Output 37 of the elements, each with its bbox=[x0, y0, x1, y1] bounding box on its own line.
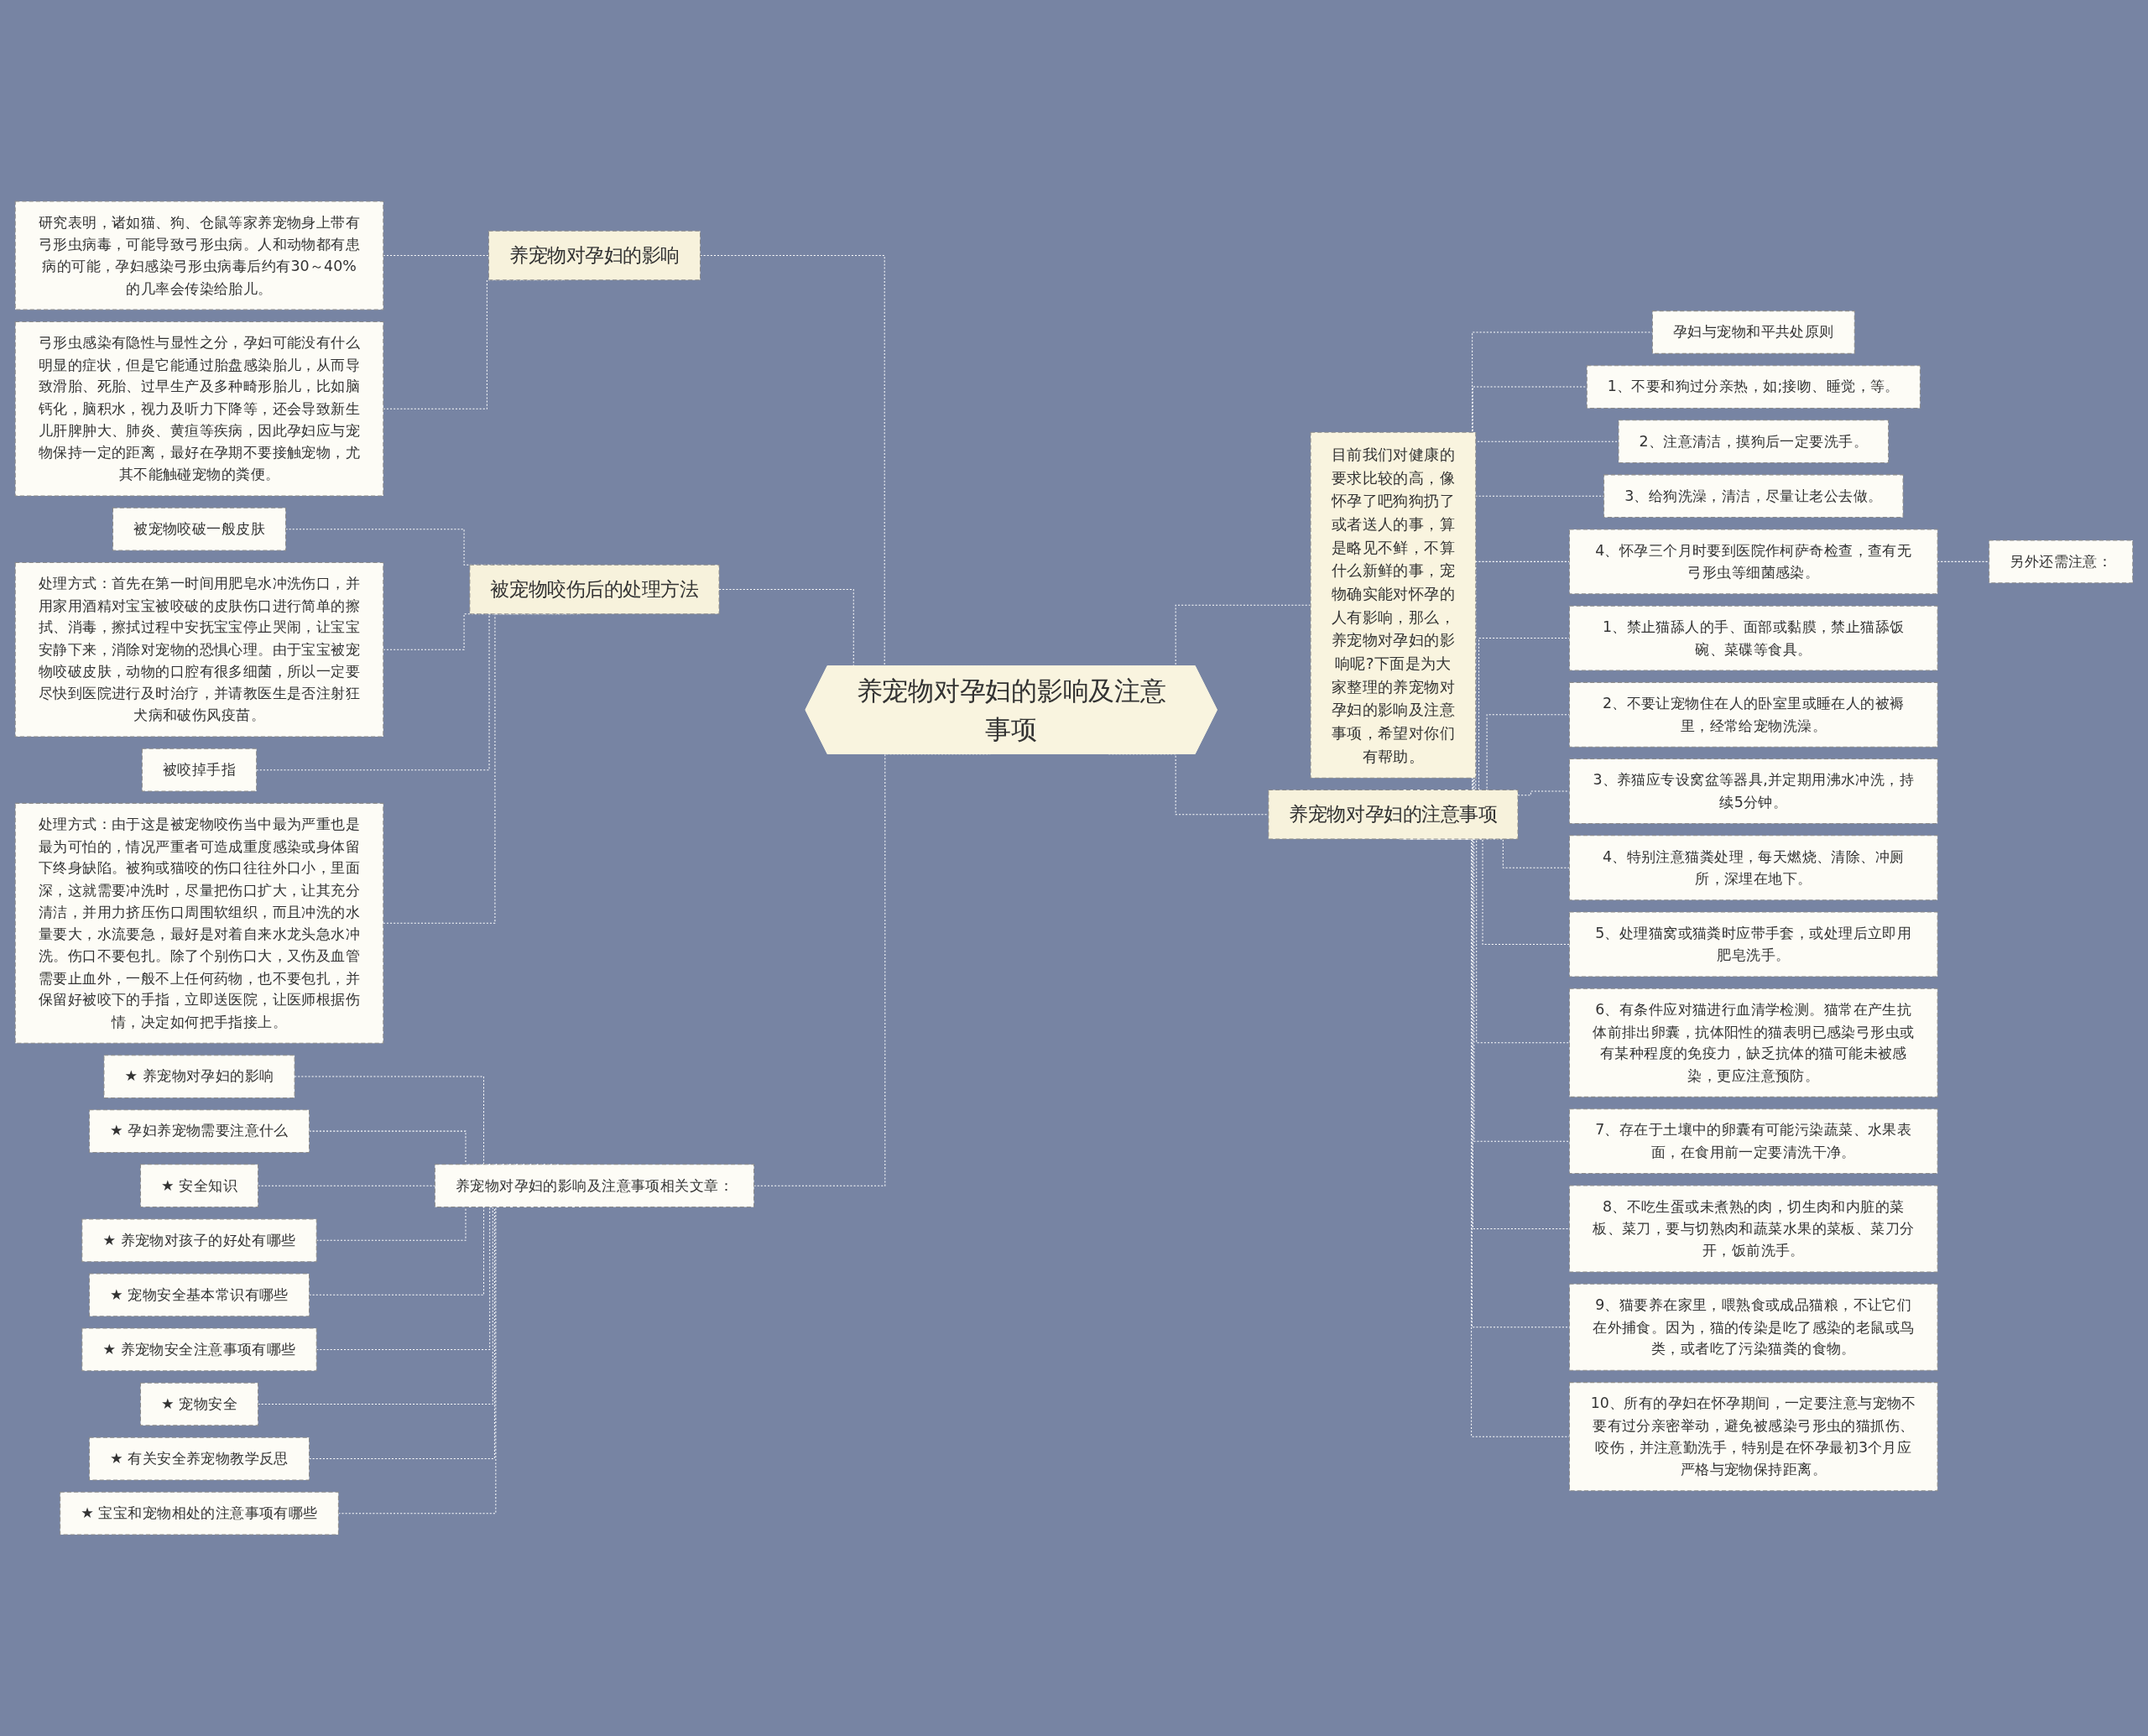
node-box bbox=[1651, 310, 1855, 354]
node-box bbox=[112, 507, 287, 551]
node-box bbox=[1569, 1108, 1938, 1175]
node-box bbox=[1310, 431, 1477, 779]
node-box bbox=[1569, 1382, 1938, 1492]
node-box bbox=[14, 561, 384, 738]
node-box bbox=[14, 321, 384, 497]
node-box bbox=[89, 1109, 310, 1153]
node-box bbox=[81, 1218, 317, 1263]
node-box bbox=[140, 1164, 259, 1208]
mind-map-drawing: 养宠物对孕妇的影响及注意事项 养宠物对孕妇的影响 研究表明，诸如猫、狗、仓鼠等家养宠物身上带有弓形虫病毒，可能导致弓形虫病。人和动物都有患病的可能，孕妇感染弓形虫病毒后约有30～40%的几率会传染给胎儿。 弓形虫感染有隐性与显性之分，孕妇可能没有什么明显的症状，但是它能通过胎盘感染胎儿，从而导致滑胎、死胎、过早生产及多种畸形胎儿，比如脑钙化，脑积水，视力及听力下降等，还会导致新生儿肝脾肿大、肺炎、黄疸等疾病，因此孕妇应与宠物保持一定的距离，最好在孕期不要接触宠物，尤其不能触碰宠物的粪便。 被宠物咬伤后的处理方法 被宠物咬破一般皮肤 处理方式：首先在第一时间用肥皂水冲洗伤口，并用家用酒精对宝宝被咬破的皮肤伤口进行简单的擦拭、消毒，擦拭过程中安抚宝宝停止哭闹，让宝宝安静下来，消除对宠物的恐惧心理。由于宝宝被宠物咬破皮肤，动物的口腔有很多细菌，所以一定要尽快到医院进行及时治疗，并请教医生是否注射狂犬病和破伤风疫苗。 被咬掉手指 处理方式：由于这是被宠物咬伤当中最为严重也是最为可怕的，情况严重者可造成重度感染或身体留下终身缺陷。被狗或猫咬的伤口往往外口小，里面深，这就需要冲洗时，尽量把伤口扩大，让其充分清洁，并用力挤压伤口周围软组织，而且冲洗的水量要大，水流要急，最好是对着自来水龙头急水冲洗。伤口不要包扎。除了个别伤口大，又伤及血管需要止血外，一般不上任何药物，也不要包扎，并保留好被咬下的手指，立即送医院，让医师根据伤情，决定如何把手指接上。 养宠物对孕妇的影响及注意事项相关文章： ★ 养宠物对孕妇的影响 ★ 孕妇养宠物需要注意什么 ★ 安全知识 ★ 养宠物对孩子的好处有哪些 ★ 宠物安全基本常识有哪些 ★ 养宠物安全注意事项有哪些 ★ 宠物安全 ★ 有关安全养宠物教学反思 ★ 宝宝和宠物相处的注意事项有哪些 目前我们对健康的要求比较的高，像怀孕了吧狗狗扔了或者送人的事，算是略见不鲜，不算什么新鲜的事，宠物确实能对怀孕的人有影响，那么，养宠物对孕妇的影响呢?下面是为大家整理的养宠物对孕妇的影响及注意事项，希望对你们有帮助。 养宠物对孕妇的注意事项 孕妇与宠物和平共处原则 1、不要和狗过分亲热，如;接吻、睡觉，等。 2、注意清洁，摸狗后一定要洗手。 3、给狗洗澡，清洁，尽量让老公去做。 4、怀孕三个月时要到医院作柯萨奇检查，查有无弓形虫等细菌感染。 另外还需注意： 1、禁止猫舔人的手、面部或黏膜，禁止猫舔饭碗、菜碟等食具。 2、不要让宠物住在人的卧室里或睡在人的被褥里，经常给宠物洗澡。 3、养猫应专设窝盆等器具,并定期用沸水冲洗，持续5分钟。 4、特别注意猫粪处理，每天燃烧、清除、冲厕所，深埋在地下。 5、处理猫窝或猫粪时应带手套，或处理后立即用肥皂洗手。 6、有条件应对猫进行血清学检测。猫常在产生抗体前排出卵囊，抗体阳性的猫表明已感染弓形虫或有某种程度的免疫力，缺乏抗体的猫可能未被感染，更应注意预防。 7、存在于土壤中的卵囊有可能污染蔬菜、水果表面，在食用前一定要清洗干净。 8、不吃生蛋或未煮熟的肉，切生肉和内脏的菜板、菜刀，要与切熟肉和蔬菜水果的菜板、菜刀分开，饭前洗手。 9、猫要养在家里，喂熟食或成品猫粮，不让它们在外捕食。因为，猫的传染是吃了感染的老鼠或鸟类，或者吃了污染猫粪的食物。 10、所有的孕妇在怀孕期间，一定要注意与宠物不要有过分亲密举动，避免被感染弓形虫的猫抓伤、咬伤，并注意勤洗手，特别是在怀孕最初3个月应严格与宠物保持距离。 bbox=[8, 8, 2140, 1728]
node-box bbox=[469, 564, 720, 615]
node-box bbox=[1569, 835, 1938, 901]
node-box bbox=[89, 1273, 310, 1317]
node-box bbox=[1569, 605, 1938, 671]
node-box bbox=[14, 802, 384, 1044]
node-box bbox=[103, 1055, 295, 1098]
node-box bbox=[1569, 911, 1938, 977]
node-box bbox=[487, 230, 701, 281]
node-box bbox=[60, 1491, 339, 1535]
node-box bbox=[434, 1164, 755, 1208]
node-box bbox=[1569, 529, 1938, 595]
node-box bbox=[1603, 474, 1904, 519]
node-box bbox=[1569, 1283, 1938, 1371]
node-box bbox=[141, 748, 258, 792]
node-box bbox=[1569, 759, 1938, 824]
node-box bbox=[1569, 1185, 1938, 1273]
node-box bbox=[140, 1382, 259, 1426]
node-box bbox=[14, 201, 384, 310]
node-box bbox=[1586, 365, 1921, 409]
node-box bbox=[1569, 681, 1938, 748]
node-box bbox=[1268, 790, 1519, 840]
node-box bbox=[89, 1436, 310, 1481]
node-box bbox=[1569, 988, 1938, 1097]
node-box bbox=[1618, 420, 1890, 464]
node-box bbox=[81, 1327, 317, 1372]
node-box bbox=[1989, 540, 2134, 584]
